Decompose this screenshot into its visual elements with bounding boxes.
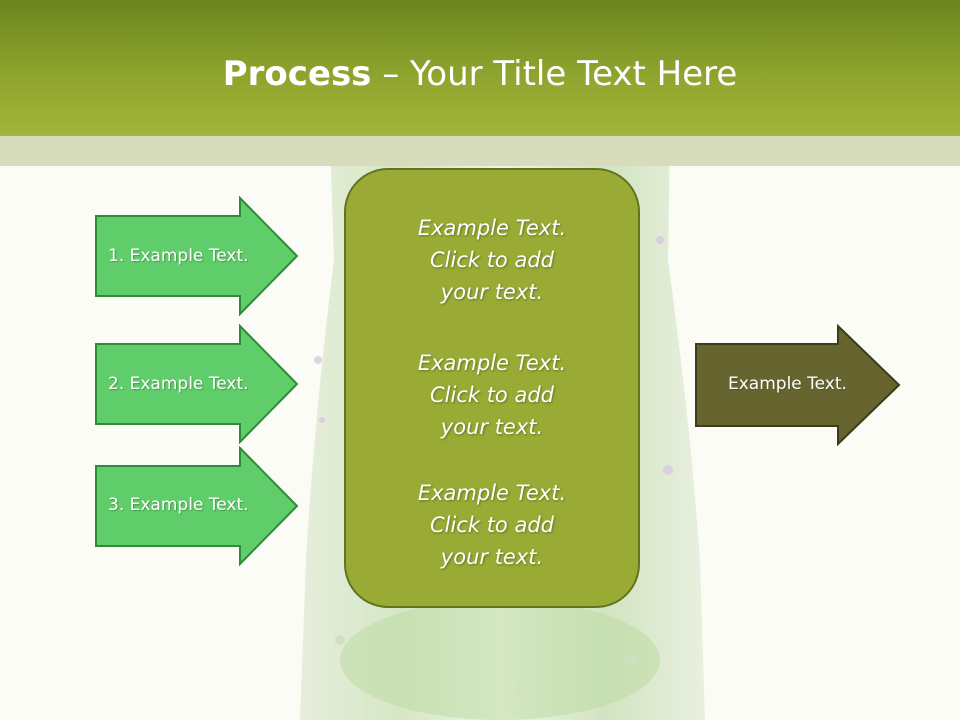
page-title[interactable]: Process – Your Title Text Here xyxy=(0,52,960,96)
center-text-1[interactable]: Example Text. Click to add your text. xyxy=(417,216,567,304)
title-bold: Process xyxy=(222,54,372,94)
left-arrow-2[interactable] xyxy=(94,324,300,444)
header-band xyxy=(0,0,960,136)
header-strip xyxy=(0,136,960,166)
center-text-2[interactable]: Example Text. Click to add your text. xyxy=(417,351,567,439)
center-process-box[interactable] xyxy=(344,168,640,608)
right-arrow[interactable] xyxy=(694,324,902,446)
left-arrow-3[interactable] xyxy=(94,446,300,566)
center-text-3[interactable]: Example Text. Click to add your text. xyxy=(417,481,567,569)
left-arrow-3-label: 3. Example Text. xyxy=(108,495,249,515)
left-arrow-1[interactable] xyxy=(94,196,300,316)
right-arrow-label: Example Text. xyxy=(728,374,847,394)
left-arrow-2-label: 2. Example Text. xyxy=(108,374,249,394)
left-arrow-1-label: 1. Example Text. xyxy=(108,246,249,266)
title-rest: – Your Title Text Here xyxy=(371,54,738,94)
